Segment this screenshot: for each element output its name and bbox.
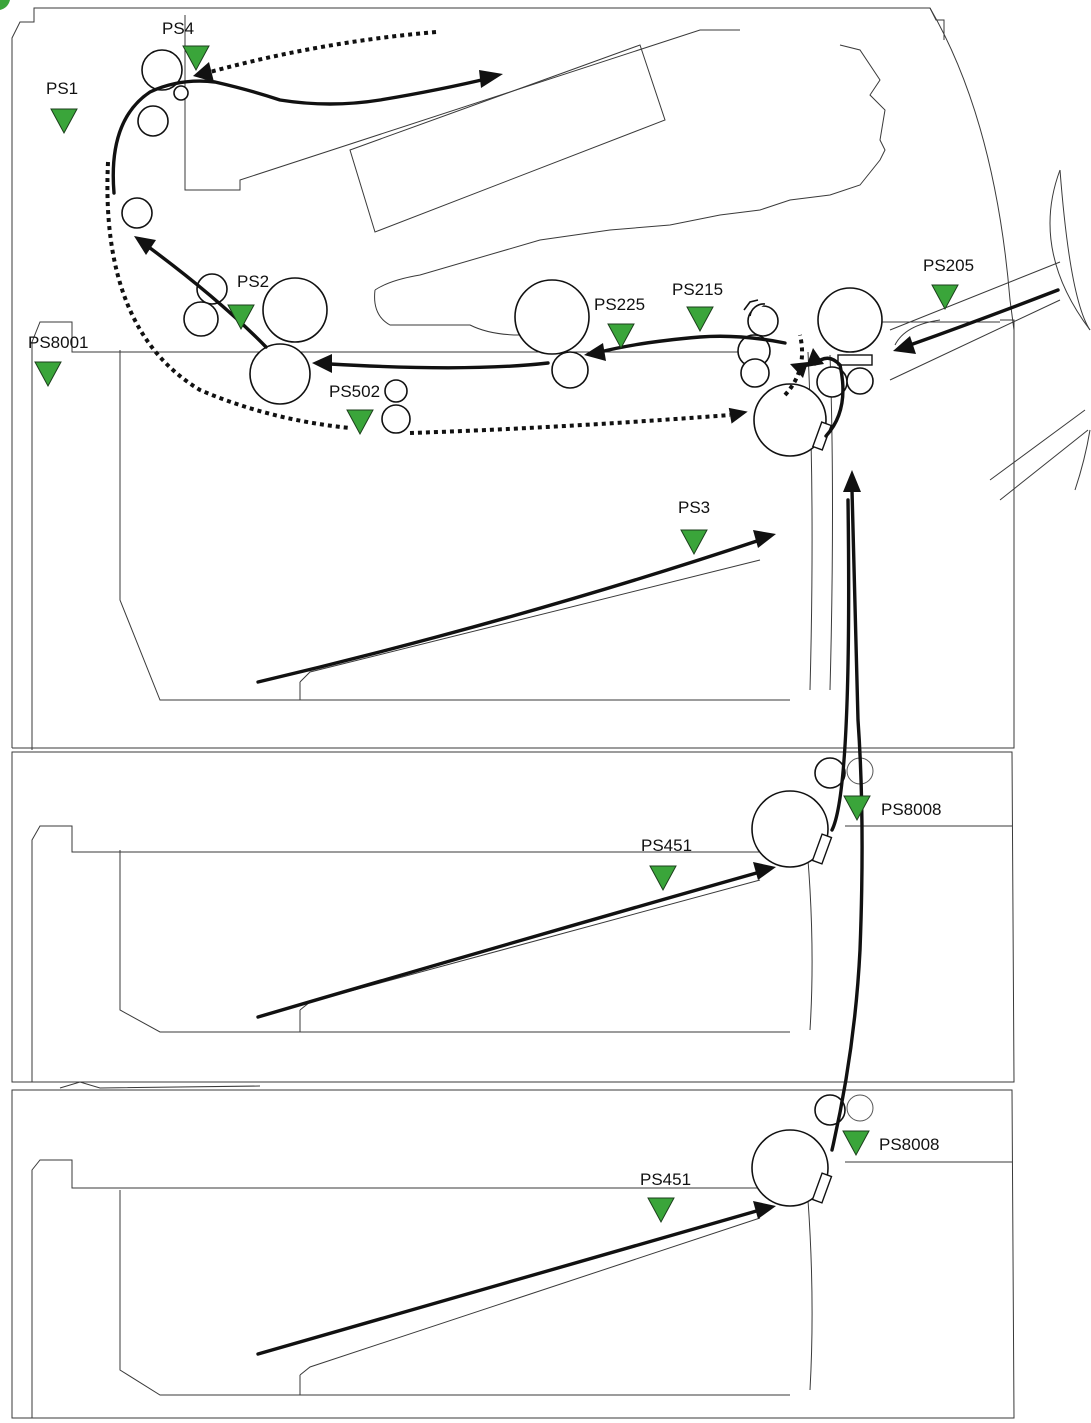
transfer-to-fuser-arrowhead [312, 354, 332, 373]
registration-to-transfer-arrowhead [584, 343, 606, 361]
printer-body-outline [11, 7, 1091, 749]
registration-roller-upper [747, 305, 779, 337]
tray-1-input-path [908, 288, 1060, 347]
corner-marker [0, 0, 10, 10]
sensors: PS4 PS1 PS2 PS8001 PS225 PS215 PS205 PS5… [28, 19, 974, 1224]
fuser-roller-lower [249, 343, 311, 405]
tray-4-pick-arrowhead [753, 1201, 776, 1219]
exit-idler [173, 85, 189, 101]
tray-4-pick-path [256, 1208, 762, 1356]
transfer-to-fuser-path [328, 361, 550, 370]
sensor-ps451-tray3-icon [649, 865, 677, 892]
duplex-roller-lower [381, 404, 411, 434]
duplex-bottom-arrowhead [728, 407, 748, 424]
transfer-roller [551, 351, 589, 389]
exit-roller [141, 49, 183, 91]
sensor-ps3-label: PS3 [678, 498, 710, 517]
tray-2-pick-arrowhead [753, 530, 776, 548]
duplex-return-arrowhead [790, 362, 808, 378]
sensor-ps3-icon [680, 529, 708, 556]
sensor-ps4-label: PS4 [162, 19, 194, 38]
fuser-to-exit-arrowhead [134, 236, 156, 255]
duplex-roller-top [121, 197, 153, 229]
vertical-feed-path [830, 488, 864, 1152]
sensor-ps8001-label: PS8001 [28, 333, 89, 352]
tray-1-pickup-roller [817, 287, 883, 353]
exit-path-arrowhead [479, 70, 503, 88]
fuser-output-roller-a [196, 273, 228, 305]
sensor-ps451-tray4-icon [647, 1197, 675, 1224]
duplex-roller-upper [384, 379, 408, 403]
sensor-ps8008-tray4-icon [842, 1130, 870, 1157]
sensor-ps502-label: PS502 [329, 382, 380, 401]
sensor-ps215-label: PS215 [672, 280, 723, 299]
tray-4-separation-pad [811, 1172, 833, 1204]
paper-paths [105, 30, 1060, 1356]
sensor-ps4-icon [182, 45, 210, 72]
sensor-ps1-label: PS1 [46, 79, 78, 98]
tray-2-separation-pad [811, 421, 833, 451]
duplex-reverse-arrowhead [193, 62, 214, 82]
sensor-ps205-label: PS205 [923, 256, 974, 275]
exit-path [111, 76, 492, 195]
sensor-ps8008-tray3-icon [843, 795, 871, 822]
tray-3-pick-path [256, 870, 762, 1019]
sensor-ps2-icon [227, 304, 255, 331]
tray-4-pickup-roller [751, 1129, 829, 1207]
tray-2-lift-arrowhead [806, 348, 824, 367]
vertical-feed-arrowhead [843, 470, 861, 492]
sensor-ps205-icon [931, 284, 959, 311]
tray-3-pickup-roller [751, 790, 829, 868]
sensor-ps451-tray4-label: PS451 [640, 1170, 691, 1189]
tray-3-up-path [830, 498, 851, 832]
fuser-to-exit-path [148, 246, 268, 349]
sensor-ps8008-tray3-label: PS8008 [881, 800, 942, 819]
sensor-ps451-tray3-label: PS451 [641, 836, 692, 855]
sensor-ps225-label: PS225 [594, 295, 645, 314]
fuser-roller-upper [262, 277, 328, 343]
tray-4-outline [11, 1089, 1015, 1419]
sensor-ps8001-icon [34, 361, 62, 388]
tray-2-feed-roller-b [846, 367, 874, 395]
tray-1-separation-pad [837, 354, 873, 366]
sensor-ps225-icon [607, 323, 635, 350]
photosensitive-drum [514, 279, 590, 355]
tray-2-lift-path [813, 356, 845, 438]
exit-lower-roller [137, 105, 169, 137]
tray-4-feed-roller-b [846, 1094, 874, 1122]
rollers [121, 49, 883, 1207]
tray-2-pickup-roller [753, 383, 827, 457]
sensor-ps502-icon [346, 409, 374, 436]
duplex-return-roller-a [740, 358, 770, 388]
sensor-ps2-label: PS2 [237, 272, 269, 291]
duplex-return-path [783, 334, 805, 397]
tray-2-pick-path [256, 538, 762, 684]
tray-1-input-arrowhead [893, 336, 916, 354]
tray-3-outline [11, 751, 1015, 1089]
duplex-reverse-path [209, 30, 437, 74]
sensor-ps1-icon [50, 108, 78, 135]
registration-to-transfer-path [598, 334, 787, 354]
duplex-bottom-path [409, 413, 731, 435]
sensor-ps8008-tray4-label: PS8008 [879, 1135, 940, 1154]
registration-shutter [749, 303, 766, 317]
sensor-ps215-icon [686, 306, 714, 333]
tray-3-pick-arrowhead [753, 862, 776, 880]
tray-3-separation-pad [811, 833, 833, 865]
fuser-output-roller-b [183, 301, 219, 337]
tray-3-feed-roller-a [814, 757, 846, 789]
